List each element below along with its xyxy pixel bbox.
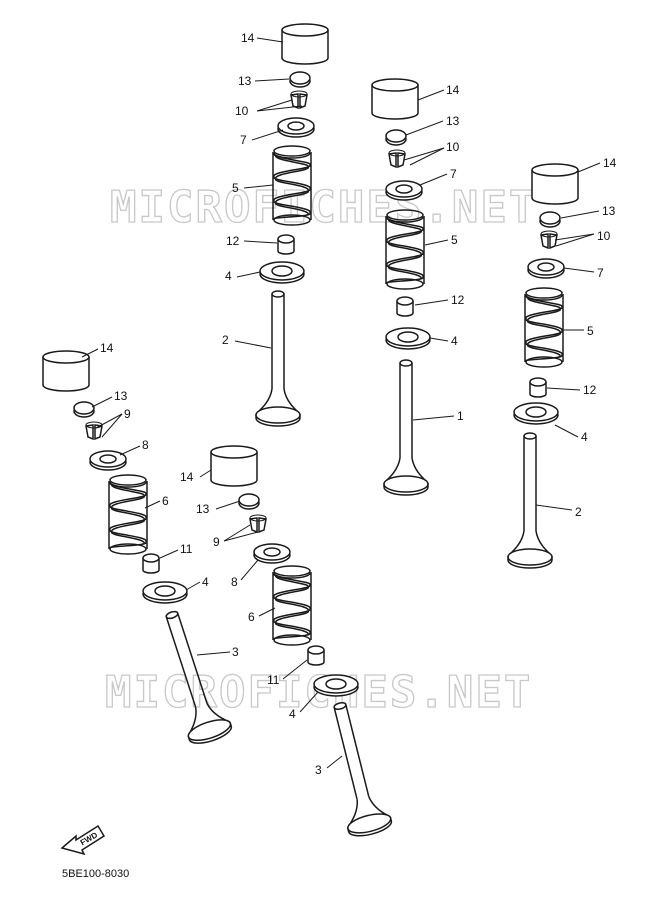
leaders-a [234, 37, 303, 349]
forward-arrow-icon: FWD [60, 824, 106, 856]
callout-7: 7 [597, 266, 604, 280]
callout-4: 4 [581, 430, 588, 444]
callout-4: 4 [289, 707, 296, 721]
seat-b [385, 327, 431, 350]
labels-b: 14 13 10 7 5 12 4 1 [446, 83, 465, 423]
leaders-c [535, 162, 601, 511]
callout-9: 9 [124, 407, 131, 421]
valve-e [317, 697, 395, 841]
valve-c [507, 432, 553, 569]
seal-e [307, 645, 325, 666]
shim-b [385, 129, 407, 146]
leaders-d [81, 348, 231, 656]
callout-14: 14 [241, 31, 255, 45]
spring-c [524, 287, 564, 368]
cotter-e [249, 514, 267, 533]
retainer-d [89, 450, 127, 471]
labels-d: 14 13 9 8 6 11 4 3 [100, 341, 239, 659]
seat-d [142, 581, 188, 604]
tappet-e [210, 445, 258, 487]
diagram-code: 5BE100-8030 [62, 868, 129, 880]
tappet-a [281, 23, 329, 65]
valve-assembly-e [210, 445, 395, 841]
callout-4: 4 [451, 334, 458, 348]
callout-1: 1 [457, 409, 464, 423]
seat-c [513, 402, 559, 425]
callout-13: 13 [602, 204, 616, 218]
cotter-c [540, 230, 558, 249]
callout-2: 2 [222, 333, 229, 347]
retainer-c [527, 258, 565, 279]
labels-a: 14 13 10 7 5 12 4 2 [222, 31, 255, 347]
watermark-upper: MICROFICHES.NET [110, 182, 537, 233]
seal-c [529, 377, 547, 398]
callout-3: 3 [315, 763, 322, 777]
callout-5: 5 [587, 324, 594, 338]
callout-6: 6 [248, 610, 255, 624]
valve-assembly-b [371, 78, 431, 496]
seat-a [259, 261, 305, 284]
callout-13: 13 [196, 502, 210, 516]
callout-4: 4 [225, 269, 232, 283]
callout-8: 8 [142, 438, 149, 452]
labels-e: 14 13 9 8 6 11 4 3 [180, 470, 322, 777]
cotter-b [388, 149, 406, 168]
callout-11: 11 [267, 673, 280, 687]
callout-7: 7 [450, 167, 457, 181]
callout-12: 12 [583, 383, 597, 397]
callout-14: 14 [180, 470, 194, 484]
cotter-d [85, 421, 103, 440]
retainer-b [385, 180, 423, 201]
callout-13: 13 [238, 74, 252, 88]
shim-d [73, 401, 95, 418]
shim-a [289, 71, 311, 88]
valve-a [255, 290, 301, 427]
callout-14: 14 [446, 83, 460, 97]
tappet-c [531, 163, 579, 205]
retainer-e [253, 543, 291, 564]
seal-b [396, 296, 414, 317]
shim-c [539, 211, 561, 228]
callout-10: 10 [446, 140, 460, 154]
callout-13: 13 [114, 389, 128, 403]
spring-d [108, 474, 148, 555]
callout-4: 4 [202, 575, 209, 589]
callout-12: 12 [226, 234, 240, 248]
leaders-b [403, 89, 455, 421]
callout-10: 10 [597, 229, 611, 243]
callout-9: 9 [213, 535, 220, 549]
callout-5: 5 [232, 181, 239, 195]
callout-13: 13 [446, 114, 460, 128]
callout-6: 6 [162, 494, 169, 508]
callout-5: 5 [451, 233, 458, 247]
seat-e [313, 674, 359, 697]
callout-8: 8 [231, 575, 238, 589]
callout-14: 14 [603, 156, 617, 170]
seal-d [142, 553, 160, 574]
cotter-a [290, 90, 308, 109]
valve-b [383, 359, 429, 496]
callout-12: 12 [451, 293, 465, 307]
seal-a [277, 234, 295, 255]
shim-e [238, 493, 260, 510]
retainer-a [277, 117, 315, 138]
callout-14: 14 [100, 341, 114, 355]
callout-3: 3 [232, 645, 239, 659]
tappet-b [371, 78, 419, 120]
labels-c: 14 13 10 7 5 12 4 2 [575, 156, 617, 519]
callout-2: 2 [575, 505, 582, 519]
callout-10: 10 [235, 104, 249, 118]
callout-7: 7 [240, 133, 247, 147]
spring-e [272, 565, 312, 646]
callout-11: 11 [180, 542, 193, 556]
leaders-e [199, 469, 343, 769]
